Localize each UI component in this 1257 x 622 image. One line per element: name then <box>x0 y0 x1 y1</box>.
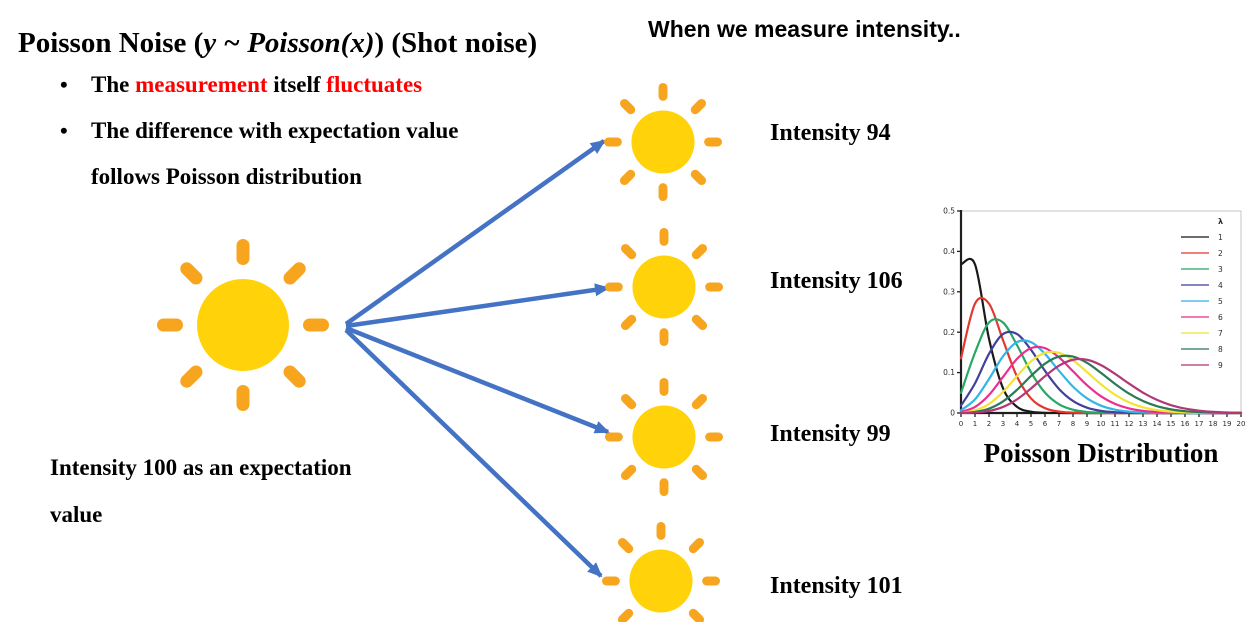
sun-icon-measurement-3 <box>605 378 723 496</box>
svg-text:3: 3 <box>1001 420 1005 428</box>
svg-text:λ: λ <box>1218 217 1223 226</box>
sun-icon-measurement-1 <box>604 83 722 201</box>
svg-text:6: 6 <box>1218 313 1223 322</box>
bullet-list: • The measurement itself fluctuates • Th… <box>50 62 530 200</box>
arrow-to-intensity-101 <box>344 328 603 578</box>
svg-text:0.1: 0.1 <box>943 368 955 377</box>
arrow-to-intensity-99 <box>345 325 610 435</box>
measurement-label-1: Intensity 94 <box>770 120 891 146</box>
svg-text:0.5: 0.5 <box>943 207 955 216</box>
bullet2-line2: follows Poisson distribution <box>91 164 362 189</box>
svg-text:1: 1 <box>1218 233 1223 242</box>
bullet1-text-1: The <box>91 72 136 97</box>
svg-text:20: 20 <box>1237 420 1246 428</box>
bullet-item-poisson-difference: • The difference with expectation value … <box>50 108 530 200</box>
svg-text:12: 12 <box>1125 420 1134 428</box>
bullet1-text-2: itself <box>267 72 327 97</box>
bullet-item-fluctuates: • The measurement itself fluctuates <box>50 62 530 108</box>
bullet1-text-red-1: measurement <box>135 72 268 97</box>
svg-text:0.4: 0.4 <box>943 247 955 256</box>
source-intensity-label: Intensity 100 as an expectation value <box>50 444 352 538</box>
measurement-label-3: Intensity 99 <box>770 421 891 447</box>
svg-text:6: 6 <box>1043 420 1048 428</box>
svg-text:8: 8 <box>1071 420 1075 428</box>
bullet-marker: • <box>60 118 68 143</box>
measurement-label-4: Intensity 101 <box>770 573 903 599</box>
svg-text:0.3: 0.3 <box>943 287 955 296</box>
title-text-before: Poisson Noise ( <box>18 27 204 60</box>
svg-text:13: 13 <box>1139 420 1148 428</box>
svg-text:4: 4 <box>1015 420 1020 428</box>
svg-text:17: 17 <box>1195 420 1204 428</box>
svg-text:5: 5 <box>1218 297 1223 306</box>
svg-text:9: 9 <box>1085 420 1089 428</box>
title-math-expression: y ~ Poisson(x) <box>203 27 375 60</box>
chart-caption: Poisson Distribution <box>983 438 1219 468</box>
svg-text:3: 3 <box>1218 265 1223 274</box>
svg-text:16: 16 <box>1181 420 1190 428</box>
source-label-line1: Intensity 100 as an expectation <box>50 455 352 480</box>
svg-text:9: 9 <box>1218 361 1223 370</box>
page-title: Poisson Noise (y ~ Poisson(x)) (Shot noi… <box>18 27 537 60</box>
svg-text:10: 10 <box>1097 420 1106 428</box>
svg-text:2: 2 <box>1218 249 1223 258</box>
svg-text:2: 2 <box>987 420 991 428</box>
bullet2-line1: The difference with expectation value <box>91 118 459 143</box>
title-text-after: ) (Shot noise) <box>374 27 538 60</box>
svg-text:0.2: 0.2 <box>943 328 955 337</box>
source-label-line2: value <box>50 502 103 527</box>
svg-text:7: 7 <box>1057 420 1061 428</box>
svg-text:7: 7 <box>1218 329 1223 338</box>
arrow-to-intensity-106 <box>345 283 610 329</box>
svg-text:8: 8 <box>1218 345 1223 354</box>
title-side-note: When we measure intensity.. <box>648 16 961 42</box>
sun-icon-source <box>157 239 329 411</box>
svg-text:1: 1 <box>973 420 977 428</box>
svg-text:18: 18 <box>1209 420 1218 428</box>
svg-text:15: 15 <box>1167 420 1176 428</box>
svg-text:4: 4 <box>1218 281 1223 290</box>
measurement-label-2: Intensity 106 <box>770 268 903 294</box>
svg-text:0: 0 <box>959 420 963 428</box>
sun-icon-measurement-2 <box>605 228 723 346</box>
svg-text:5: 5 <box>1029 420 1033 428</box>
svg-text:14: 14 <box>1153 420 1162 428</box>
svg-text:11: 11 <box>1111 420 1120 428</box>
bullet-marker: • <box>60 72 68 97</box>
svg-text:0: 0 <box>950 409 955 418</box>
svg-text:19: 19 <box>1223 420 1232 428</box>
sun-icon-measurement-4 <box>602 522 720 622</box>
bullet1-text-red-2: fluctuates <box>326 72 423 97</box>
